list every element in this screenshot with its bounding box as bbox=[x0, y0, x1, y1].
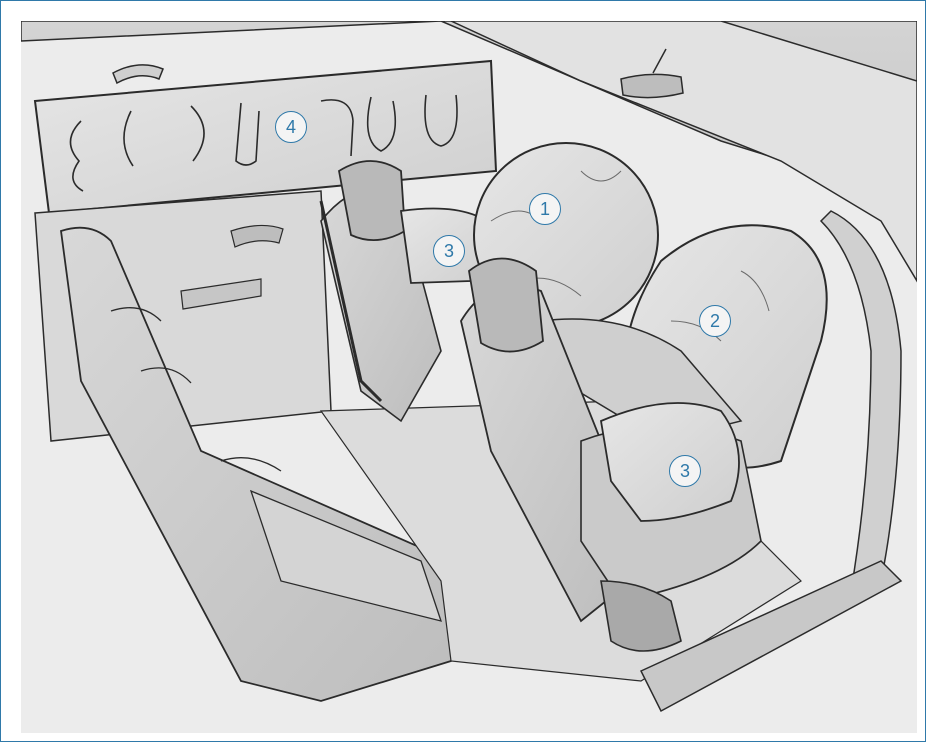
headrest-rear bbox=[339, 161, 405, 240]
headrest-front bbox=[469, 259, 543, 352]
a-pillar bbox=[821, 211, 901, 591]
car-interior-airbags-illustration bbox=[21, 21, 917, 733]
curtain-airbag bbox=[35, 61, 496, 213]
callout-2-passenger-airbag: 2 bbox=[699, 305, 731, 337]
callout-3-side-airbag-front: 3 bbox=[669, 455, 701, 487]
callout-1-front-airbag: 1 bbox=[529, 193, 561, 225]
illustration-panel: 1 2 3 3 4 bbox=[21, 21, 917, 733]
callout-3-side-airbag-rear: 3 bbox=[433, 235, 465, 267]
callout-4-curtain-airbag: 4 bbox=[275, 111, 307, 143]
grab-handle bbox=[113, 65, 163, 83]
rearview-mirror bbox=[621, 74, 683, 97]
